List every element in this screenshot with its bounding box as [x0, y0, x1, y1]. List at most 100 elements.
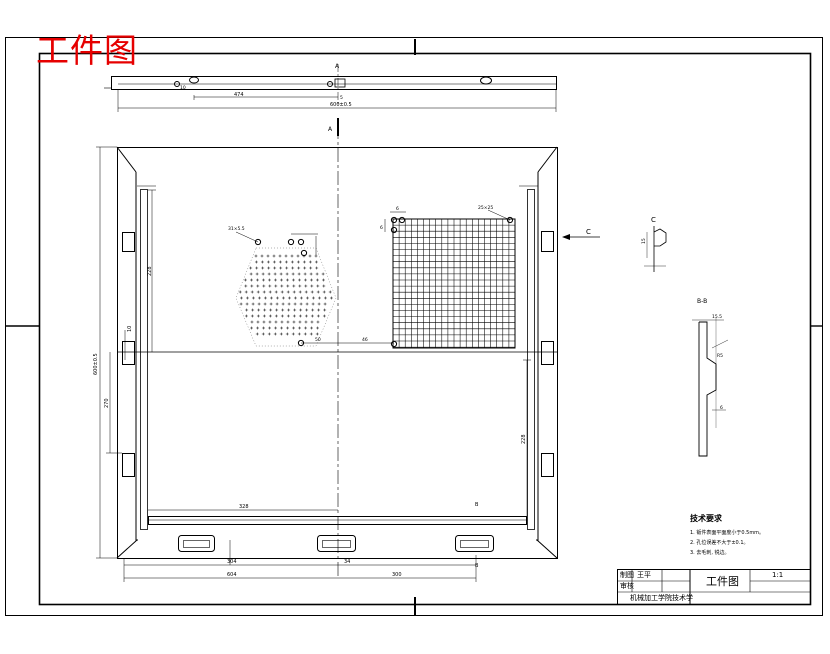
hex-hole [279, 272, 283, 276]
hex-hole [298, 284, 302, 288]
square-grid-pattern [392, 218, 516, 348]
hex-hole [297, 332, 301, 336]
hex-hole [238, 290, 242, 294]
bottom-dimensions [123, 509, 477, 582]
hex-hole [292, 326, 296, 330]
hex-hole [280, 284, 284, 288]
hex-hole [323, 308, 327, 312]
section-bb [692, 318, 729, 457]
dim-bb-radius: R5 [717, 353, 723, 359]
hex-hole [316, 314, 320, 318]
hex-hole [292, 278, 295, 282]
dim-bottom-left: 304 [227, 559, 237, 565]
hex-hole [298, 290, 302, 294]
dim-small-5: 5 [340, 95, 343, 101]
hex-hole [316, 320, 320, 324]
hex-hole [292, 284, 296, 288]
hex-hole [322, 290, 326, 294]
hex-hole [287, 308, 291, 312]
hex-hole [254, 254, 258, 258]
hex-hole [262, 320, 266, 324]
top-view [104, 64, 557, 112]
hex-hole [304, 314, 308, 318]
hex-hole [298, 278, 301, 282]
hex-hole [257, 302, 261, 306]
hex-hole [255, 272, 259, 276]
hex-hole [315, 266, 319, 270]
hex-hole [292, 290, 296, 294]
hex-hole [268, 320, 272, 324]
hex-hole [291, 332, 295, 336]
hex-hole [321, 272, 325, 276]
hex-hole [261, 272, 265, 276]
hex-hole [246, 296, 249, 300]
dim-hole-offset: 50 [315, 337, 321, 343]
hex-hole [330, 296, 333, 300]
dim-grid-pitch-h: 6 [396, 206, 399, 212]
hex-hole [308, 254, 312, 258]
hex-hole [310, 314, 314, 318]
dim-bottom-full: 604 [227, 572, 237, 578]
hex-hole [275, 302, 279, 306]
dim-bb-bottom: 6 [720, 405, 723, 411]
hex-hole [293, 308, 297, 312]
dim-left-lower: 270 [104, 398, 110, 408]
hex-hole [249, 266, 253, 270]
hex-hole [317, 302, 321, 306]
hex-hole [303, 266, 307, 270]
hex-hole [298, 314, 302, 318]
hex-hole [269, 302, 273, 306]
hex-hole [315, 332, 319, 336]
hex-hole [263, 308, 267, 312]
hex-hole [280, 278, 283, 282]
outer-border [5, 37, 823, 616]
hex-hole [252, 296, 255, 300]
hex-hole [250, 320, 254, 324]
hex-hole [273, 272, 277, 276]
dim-bottom-right: 300 [392, 572, 402, 578]
scale: 1:1 [772, 571, 784, 579]
hex-hole [274, 284, 278, 288]
hex-hole [285, 266, 289, 270]
hex-hole [293, 302, 297, 306]
hex-hole [310, 290, 314, 294]
hex-hole [322, 284, 326, 288]
hex-hole-pattern [238, 254, 333, 336]
label-b-lower: B [475, 563, 479, 569]
label-b-upper: B [475, 502, 479, 508]
hex-hole [267, 272, 271, 276]
dim-left-upper: 228 [147, 266, 153, 276]
hex-hole [255, 266, 259, 270]
hex-hole [315, 272, 319, 276]
hex-hole [268, 290, 272, 294]
dim-top-length: 474 [234, 92, 244, 98]
hex-hole [303, 272, 307, 276]
hex-hole [316, 284, 320, 288]
hex-hole [312, 296, 315, 300]
hex-hole [250, 284, 254, 288]
hex-hole [298, 326, 302, 330]
dim-hex-pattern: 31×5.5 [228, 226, 245, 232]
hex-hole [249, 272, 253, 276]
hex-hole [250, 278, 253, 282]
hex-hole [239, 302, 243, 306]
hex-hole [290, 260, 294, 264]
hex-hole [310, 326, 314, 330]
hex-hole [267, 266, 271, 270]
hex-hole [250, 314, 254, 318]
hex-hole [244, 290, 248, 294]
hex-hole [266, 254, 270, 258]
technical-notes: 技术要求 1. 钣件表面平面度小于0.5mm。 2. 孔位误差不大于±0.1。 … [690, 514, 764, 558]
label-c-arrow: C [586, 228, 591, 236]
hex-hole [244, 278, 247, 282]
hex-hole [288, 296, 291, 300]
hex-hole [263, 302, 267, 306]
drawn-label: 制图 [620, 571, 634, 579]
hex-hole [304, 320, 308, 324]
dim-c-height: 15 [641, 238, 647, 244]
hex-hole [280, 326, 284, 330]
hex-hole [317, 308, 321, 312]
hex-hole [296, 260, 300, 264]
dim-left-margin: 10 [127, 326, 133, 332]
hex-hole [273, 332, 277, 336]
